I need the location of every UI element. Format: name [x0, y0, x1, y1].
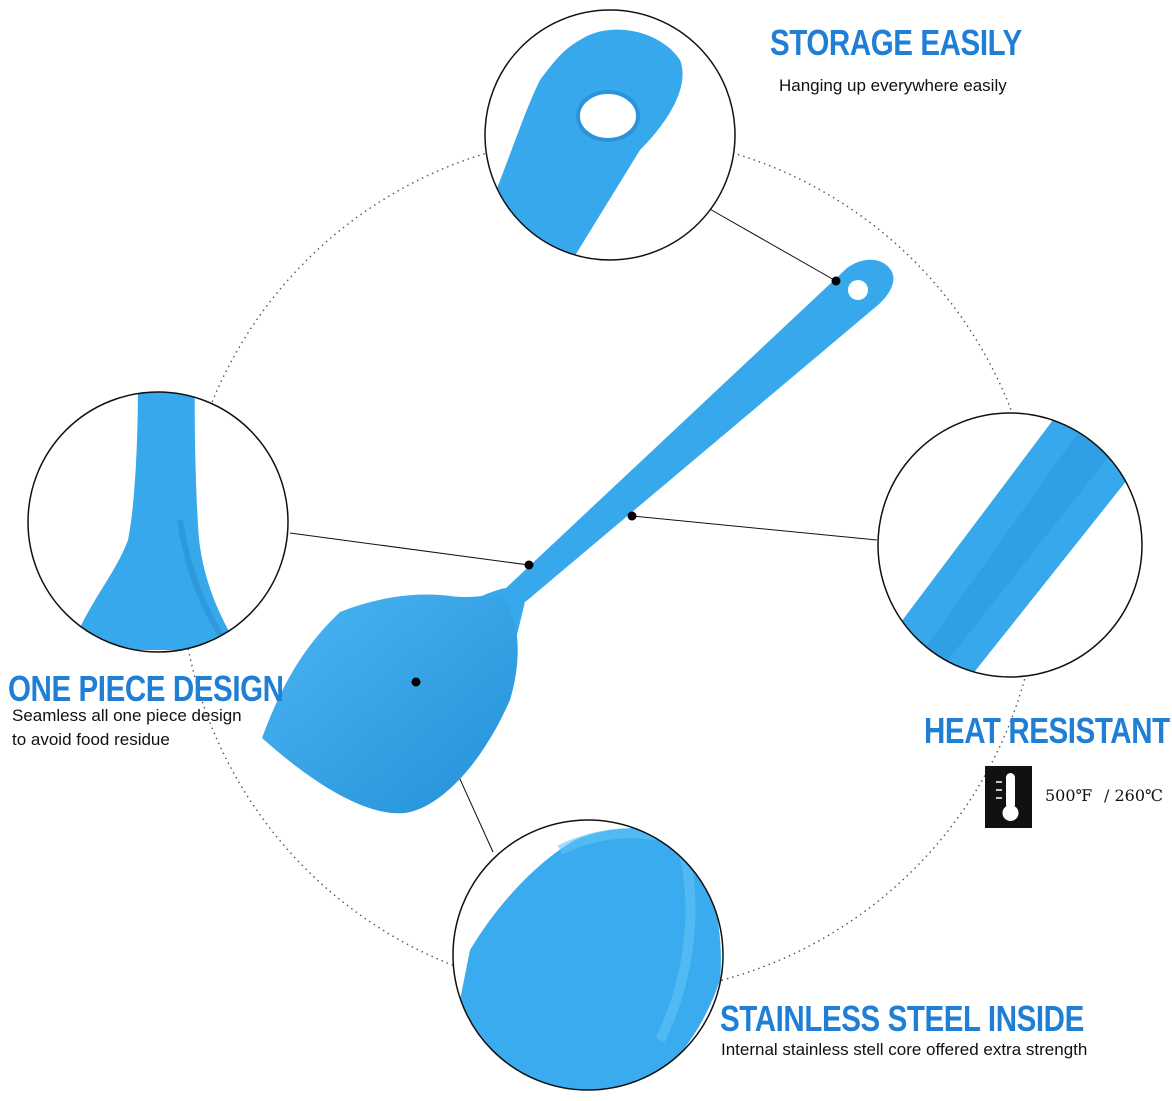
temp-fahrenheit: 500℉ [1045, 786, 1093, 805]
zoom-circle-steel [452, 819, 724, 1091]
one-piece-desc-line2: to avoid food residue [12, 730, 170, 749]
marker-dots [411, 276, 841, 687]
zoom-circle-storage [484, 9, 736, 261]
heat-title: HEAT RESISTANT [924, 710, 1170, 751]
one-piece-desc-line1: Seamless all one piece design [12, 706, 242, 725]
steel-desc: Internal stainless stell core offered ex… [721, 1040, 1088, 1059]
steel-title: STAINLESS STEEL INSIDE [720, 998, 1084, 1039]
hanging-hole [848, 280, 868, 300]
one-piece-title: ONE PIECE DESIGN [8, 668, 284, 709]
temp-celsius: / 260℃ [1104, 786, 1163, 805]
storage-desc: Hanging up everywhere easily [779, 76, 1007, 95]
spatula [262, 259, 894, 814]
spatula-head [262, 594, 518, 814]
thermometer-icon [985, 766, 1032, 828]
zoom-circle-heat [877, 412, 1143, 678]
spatula-handle [503, 259, 894, 605]
storage-title: STORAGE EASILY [770, 22, 1022, 63]
zoom-circle-one-piece [27, 391, 289, 653]
